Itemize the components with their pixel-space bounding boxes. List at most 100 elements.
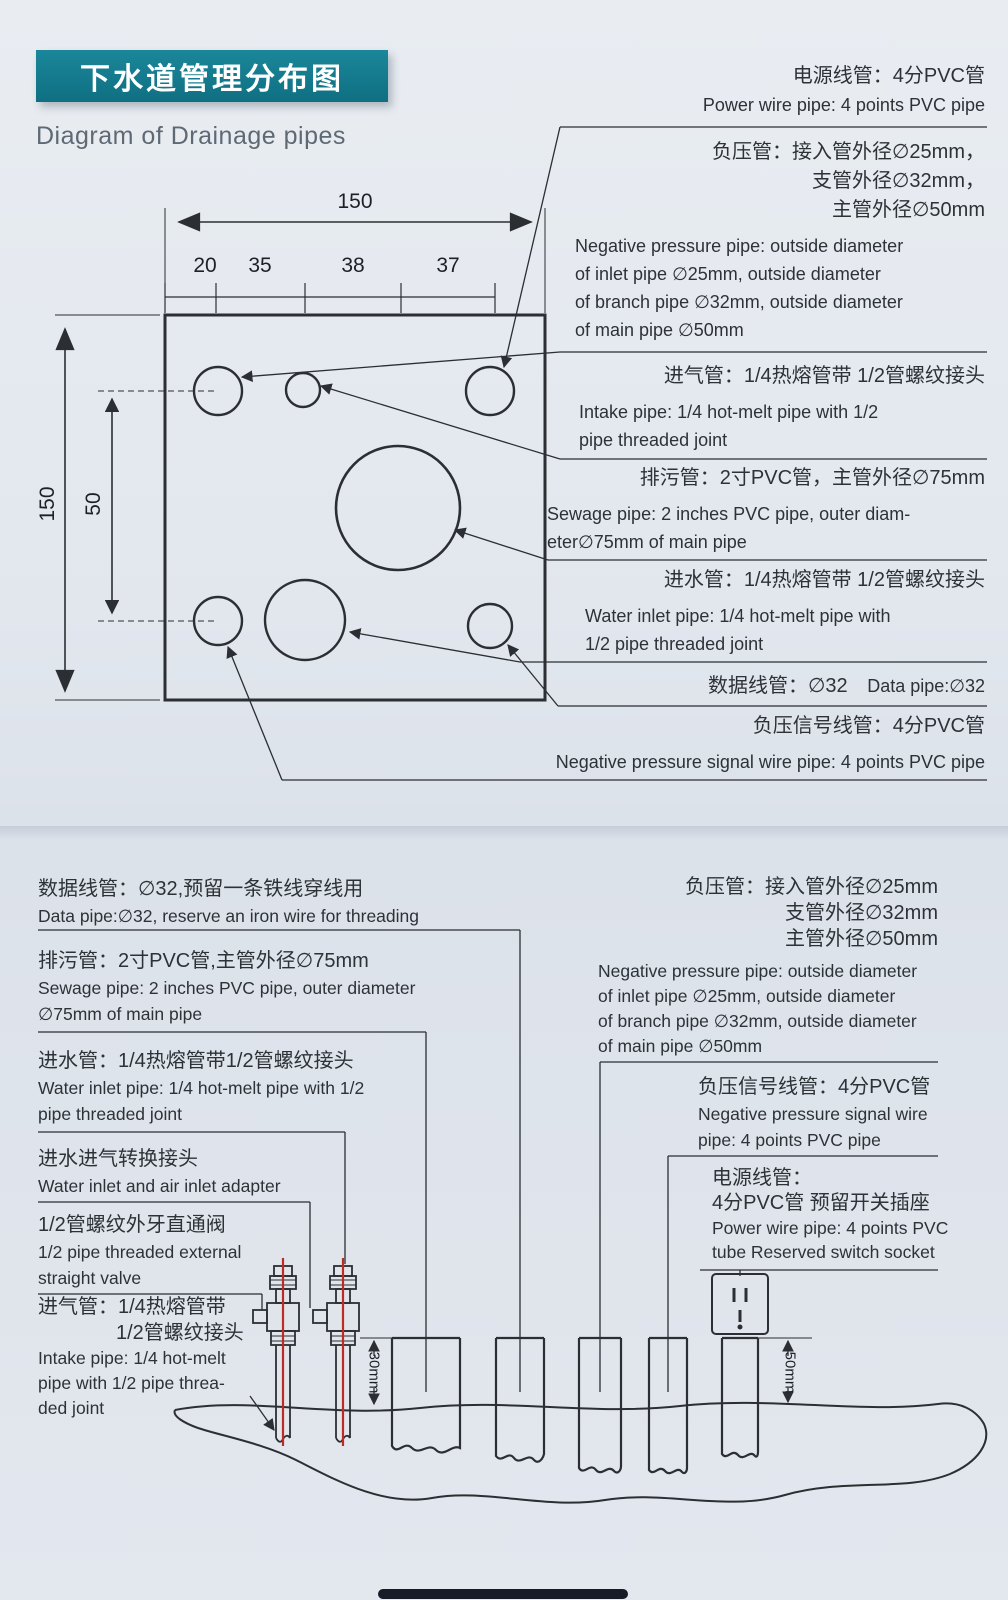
label-zh: 进气管：1/4热熔管带 1/2管螺纹接头 [663, 365, 985, 387]
label-zh: 4分PVC管 预留开关插座 [712, 1192, 930, 1214]
label-en: Intake pipe: 1/4 hot-melt [38, 1348, 226, 1368]
label-en: pipe threaded joint [38, 1104, 182, 1124]
label-en: Water inlet pipe: 1/4 hot-melt pipe with… [38, 1078, 365, 1098]
label-zh: 数据线管：∅32 [708, 675, 848, 697]
pipe-data [494, 1338, 546, 1463]
label-zh: 电源线管：4分PVC管 [792, 65, 985, 87]
label-b-power-wire: 电源线管： 4分PVC管 预留开关插座 Power wire pipe: 4 p… [712, 1166, 948, 1264]
label-b-negative-pressure: 负压管：接入管外径∅25mm 支管外径∅32mm 主管外径∅50mm Negat… [598, 874, 938, 1059]
ground-section [173, 1401, 988, 1504]
hole-center-large [334, 444, 462, 572]
hole-bottom-middle [263, 578, 347, 662]
label-en: Water inlet and air inlet adapter [38, 1176, 281, 1196]
title-banner: 下水道管理分布图 [36, 50, 388, 102]
label-en: 1/2 pipe threaded joint [585, 634, 764, 654]
dim-50mm: 50mm [781, 1351, 799, 1394]
buried-pipes [390, 1336, 760, 1475]
label-en: Water inlet pipe: 1/4 hot-melt pipe with [585, 606, 891, 626]
dim-50-left: 50 [82, 492, 105, 516]
label-intake-pipe: 进气管：1/4热熔管带 1/2管螺纹接头 Intake pipe: 1/4 ho… [579, 362, 985, 454]
pipe-power [720, 1338, 760, 1459]
label-en: of main pipe ∅50mm [598, 1036, 763, 1056]
label-data-pipe: 数据线管：∅32 Data pipe:∅32 [708, 672, 985, 701]
page-title-en: Diagram of Drainage pipes [36, 122, 346, 150]
label-b-signal-wire: 负压信号线管：4分PVC管 Negative pressure signal w… [698, 1074, 930, 1153]
section-divider [0, 826, 1008, 840]
pipe-sewage [390, 1338, 462, 1454]
label-zh: 进水管：1/4热熔管带 1/2管螺纹接头 [663, 569, 985, 591]
label-zh: 1/2管螺纹外牙直通阀 [38, 1214, 226, 1236]
label-en: Power wire pipe: 4 points PVC [712, 1218, 949, 1238]
top-plate [163, 313, 547, 702]
label-en: Sewage pipe: 2 inches PVC pipe, outer di… [547, 504, 911, 524]
label-en: pipe threaded joint [579, 430, 728, 450]
label-zh: 电源线管： [712, 1167, 812, 1189]
dim-20: 20 [193, 254, 217, 277]
page-title-zh: 下水道管理分布图 [80, 63, 344, 96]
label-en: Power wire pipe: 4 points PVC pipe [702, 95, 985, 115]
switch-socket-icon [711, 1273, 769, 1335]
label-en: of main pipe ∅50mm [575, 320, 744, 340]
dim-37: 37 [436, 254, 460, 277]
label-b-data-pipe: 数据线管：∅32,预留一条铁线穿线用 Data pipe:∅32, reserv… [38, 876, 419, 929]
label-zh: 支管外径∅32mm [785, 902, 938, 924]
label-en: Sewage pipe: 2 inches PVC pipe, outer di… [38, 978, 416, 998]
label-b-sewage-pipe: 排污管：2寸PVC管,主管外径∅75mm Sewage pipe: 2 inch… [38, 948, 415, 1027]
label-zh: 主管外径∅50mm [785, 928, 938, 950]
label-b-straight-valve: 1/2管螺纹外牙直通阀 1/2 pipe threaded external s… [38, 1212, 241, 1291]
hole-bottom-right [466, 602, 514, 650]
label-line: 数据线管：∅32 Data pipe:∅32 [708, 672, 985, 701]
valve-centerlines [281, 1258, 345, 1446]
dim-38: 38 [341, 254, 365, 277]
label-en: Data pipe:∅32, reserve an iron wire for … [38, 906, 420, 926]
plate-outline [163, 313, 547, 702]
top-label-leaders [226, 126, 987, 781]
top-dimension-lines [55, 208, 546, 701]
dim-150-top: 150 [337, 190, 373, 213]
label-en: 1/2 pipe threaded external [38, 1242, 242, 1262]
label-en: pipe: 4 points PVC pipe [698, 1130, 881, 1150]
label-zh: 支管外径∅32mm， [812, 170, 985, 192]
label-zh: 排污管：2寸PVC管，主管外径∅75mm [639, 467, 985, 489]
label-en: eter∅75mm of main pipe [547, 532, 747, 552]
ground-outline [173, 1401, 988, 1504]
label-b-water-inlet: 进水管：1/4热熔管带1/2管螺纹接头 Water inlet pipe: 1/… [38, 1048, 364, 1127]
label-zh: 排污管：2寸PVC管,主管外径∅75mm [38, 950, 369, 972]
valve-assembly-left [252, 1265, 300, 1443]
label-b-adapter: 进水进气转换接头 Water inlet and air inlet adapt… [38, 1146, 281, 1199]
label-water-inlet: 进水管：1/4热熔管带 1/2管螺纹接头 Water inlet pipe: 1… [585, 566, 985, 658]
label-en: straight valve [38, 1268, 142, 1288]
valve-assembly-right [312, 1265, 360, 1443]
label-en: of inlet pipe ∅25mm, outside diameter [575, 264, 881, 284]
label-en: Negative pressure pipe: outside diameter [598, 961, 918, 981]
label-zh: 负压信号线管：4分PVC管 [752, 715, 985, 737]
dim-35: 35 [248, 254, 272, 277]
label-en: Data pipe:∅32 [867, 676, 985, 696]
label-zh: 主管外径∅50mm [832, 199, 985, 221]
hole-top-right [464, 365, 516, 417]
pipe-negative [577, 1338, 623, 1474]
label-negative-pressure: 负压管：接入管外径∅25mm， 支管外径∅32mm， 主管外径∅50mm Neg… [575, 138, 985, 344]
label-zh: 负压信号线管：4分PVC管 [698, 1076, 931, 1098]
label-zh: 负压管：接入管外径∅25mm， [712, 141, 985, 163]
label-sewage-pipe: 排污管：2寸PVC管，主管外径∅75mm Sewage pipe: 2 inch… [547, 464, 985, 556]
label-en: of branch pipe ∅32mm, outside diameter [598, 1011, 917, 1031]
label-zh: 数据线管：∅32,预留一条铁线穿线用 [38, 878, 364, 900]
label-en: of branch pipe ∅32mm, outside diameter [575, 292, 903, 312]
label-signal-wire: 负压信号线管：4分PVC管 Negative pressure signal w… [455, 712, 985, 776]
label-power-wire: 电源线管：4分PVC管 Power wire pipe: 4 points PV… [703, 62, 985, 119]
label-en: Intake pipe: 1/4 hot-melt pipe with 1/2 [579, 402, 879, 422]
label-b-intake-pipe: 进气管：1/4热熔管带 1/2管螺纹接头 Intake pipe: 1/4 ho… [38, 1294, 244, 1421]
label-zh: 1/2管螺纹接头 [116, 1322, 244, 1344]
label-zh: 进水进气转换接头 [38, 1148, 198, 1170]
hole-top-middle [284, 371, 322, 409]
label-en: ded joint [38, 1398, 105, 1418]
label-en: tube Reserved switch socket [712, 1242, 935, 1262]
label-en: Negative pressure pipe: outside diameter [575, 236, 904, 256]
bottom-dimension-lines [360, 1337, 812, 1406]
label-en: Negative pressure signal wire pipe: 4 po… [555, 752, 985, 772]
label-en: of inlet pipe ∅25mm, outside diameter [598, 986, 896, 1006]
dim-30mm: 30mm [365, 1351, 383, 1394]
